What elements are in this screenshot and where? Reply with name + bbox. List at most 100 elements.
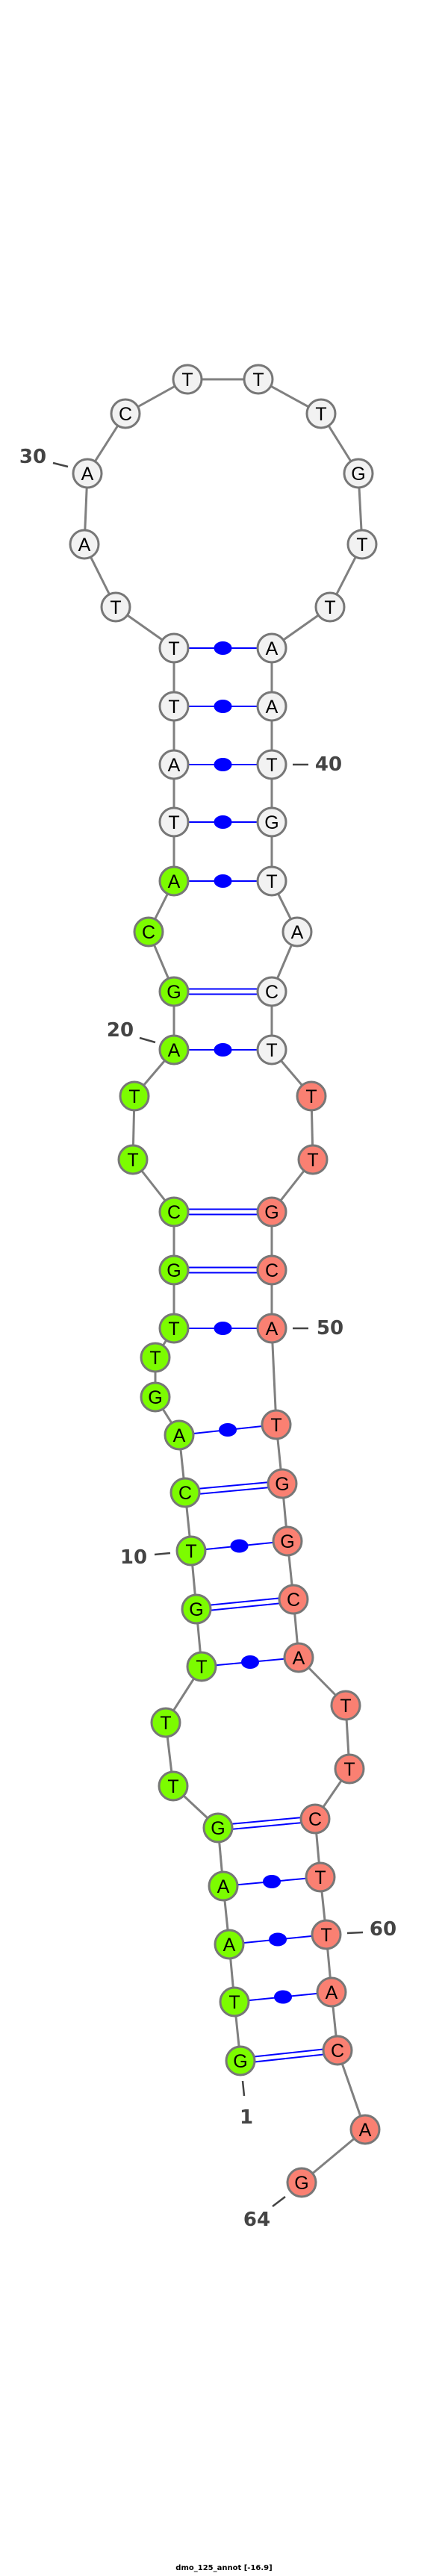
nucleotide-letter: C <box>287 1590 300 1611</box>
nucleotide-letter: G <box>275 1474 289 1495</box>
nucleotide-circle <box>256 1034 287 1065</box>
nucleotide-41: G <box>256 806 287 838</box>
nucleotide-letter: G <box>264 1202 279 1223</box>
base-pair-9-54 <box>196 1596 294 1613</box>
nucleotide-circle <box>305 398 337 429</box>
pair-dot-icon <box>214 1043 232 1057</box>
nucleotide-circle <box>334 1753 365 1785</box>
nucleotide-circle <box>296 1080 327 1112</box>
base-pair-15-50 <box>174 1322 272 1335</box>
label-tick <box>154 1552 171 1556</box>
nucleotide-circle <box>181 1593 212 1625</box>
nucleotide-9: G <box>181 1593 212 1625</box>
nucleotide-circle <box>140 1381 171 1413</box>
nucleotide-letter: C <box>308 1809 322 1830</box>
nucleotide-37: T <box>314 591 346 623</box>
nucleotide-17: C <box>158 1196 190 1228</box>
nucleotide-circle <box>330 1690 361 1721</box>
nucleotide-36: T <box>346 529 378 560</box>
pair-bond-line <box>218 1820 316 1832</box>
nucleotide-49: C <box>256 1254 287 1286</box>
nucleotide-circle <box>267 1468 298 1499</box>
nucleotide-circle <box>299 1803 331 1835</box>
pair-dot-icon <box>241 1655 259 1669</box>
nucleotide-letter: T <box>149 1348 161 1369</box>
nucleotide-circle <box>158 749 190 780</box>
nucleotide-circle <box>219 1986 250 2017</box>
nucleotide-1: G <box>225 2045 256 2076</box>
nucleotide-circle <box>286 2167 317 2198</box>
nucleotide-letter: T <box>181 370 193 391</box>
nucleotide-circle <box>256 1254 287 1286</box>
base-pair-16-49 <box>174 1266 272 1274</box>
nucleotide-14: T <box>140 1342 171 1373</box>
nucleotide-letter: C <box>178 1483 192 1504</box>
label-tick <box>139 1036 156 1044</box>
pair-bond-line <box>240 2052 338 2065</box>
nucleotide-29: A <box>69 529 100 560</box>
nucleotide-letter: T <box>324 597 335 618</box>
nucleotide-64: G <box>286 2167 317 2198</box>
base-pair-21-44 <box>174 988 272 995</box>
nucleotide-53: G <box>272 1525 303 1557</box>
nucleotide-58: C <box>299 1803 331 1835</box>
nucleotide-39: A <box>256 691 287 722</box>
pair-dot-icon <box>269 1932 287 1947</box>
nucleotide-letter: A <box>359 2120 372 2141</box>
pair-dot-icon <box>214 815 232 829</box>
nucleotide-letter: G <box>264 812 279 833</box>
nucleotide-circle <box>256 632 287 664</box>
pair-dot-icon <box>214 758 232 771</box>
nucleotide-circle <box>158 1313 190 1344</box>
nucleotide-letter: T <box>266 755 277 776</box>
nucleotide-circle <box>158 1196 190 1228</box>
nucleotide-5: G <box>202 1812 234 1844</box>
base-pair-2-61 <box>234 1990 332 2004</box>
nucleotide-circle <box>164 1419 195 1451</box>
label-tick <box>346 1931 364 1935</box>
nucleotide-43: A <box>281 916 313 948</box>
nucleotide-35: G <box>343 458 374 489</box>
pair-dot-icon <box>214 1322 232 1335</box>
nucleotide-46: T <box>296 1080 327 1112</box>
nucleotide-letter: C <box>265 1260 279 1281</box>
nucleotide-circle <box>169 1477 201 1508</box>
nucleotide-52: G <box>267 1468 298 1499</box>
nucleotide-letter: T <box>110 597 121 618</box>
nucleotide-circle <box>158 691 190 722</box>
nucleotide-63: A <box>349 2114 381 2145</box>
nucleotide-letter: T <box>343 1759 355 1780</box>
nucleotide-circle <box>305 1861 336 1893</box>
nucleotide-letter: A <box>223 1935 236 1956</box>
nucleotide-circle <box>158 1254 190 1286</box>
nucleotide-letter: T <box>340 1696 351 1717</box>
nucleotide-circle <box>243 364 274 395</box>
nucleotide-circle <box>100 591 131 623</box>
nucleotide-42: T <box>256 865 287 897</box>
nucleotide-3: A <box>214 1929 245 1960</box>
nucleotide-letter: T <box>196 1657 207 1678</box>
nucleotide-34: T <box>305 398 337 429</box>
nucleotide-letter: A <box>168 1040 181 1061</box>
nucleotide-circle <box>311 1919 342 1950</box>
nucleotide-circle <box>281 916 313 948</box>
position-label-1: 1 <box>240 2106 253 2129</box>
position-label-50: 50 <box>317 1317 343 1340</box>
nucleotide-circle <box>316 1976 347 2008</box>
nucleotide-13: G <box>140 1381 171 1413</box>
pair-bond-line <box>196 1601 294 1613</box>
pair-bond-line <box>184 1480 282 1491</box>
nucleotide-circle <box>69 529 100 560</box>
nucleotide-19: T <box>119 1080 150 1112</box>
label-tick <box>272 2196 286 2207</box>
base-pair-27-38 <box>174 641 272 655</box>
base-pairs <box>174 641 338 2065</box>
label-tick <box>52 461 69 468</box>
pair-bond-line <box>185 1485 283 1496</box>
nucleotide-circle <box>110 398 141 429</box>
nucleotide-letter: T <box>160 1713 171 1734</box>
base-pair-26-39 <box>174 700 272 713</box>
nucleotide-circle <box>158 806 190 838</box>
nucleotide-circle <box>214 1929 245 1960</box>
